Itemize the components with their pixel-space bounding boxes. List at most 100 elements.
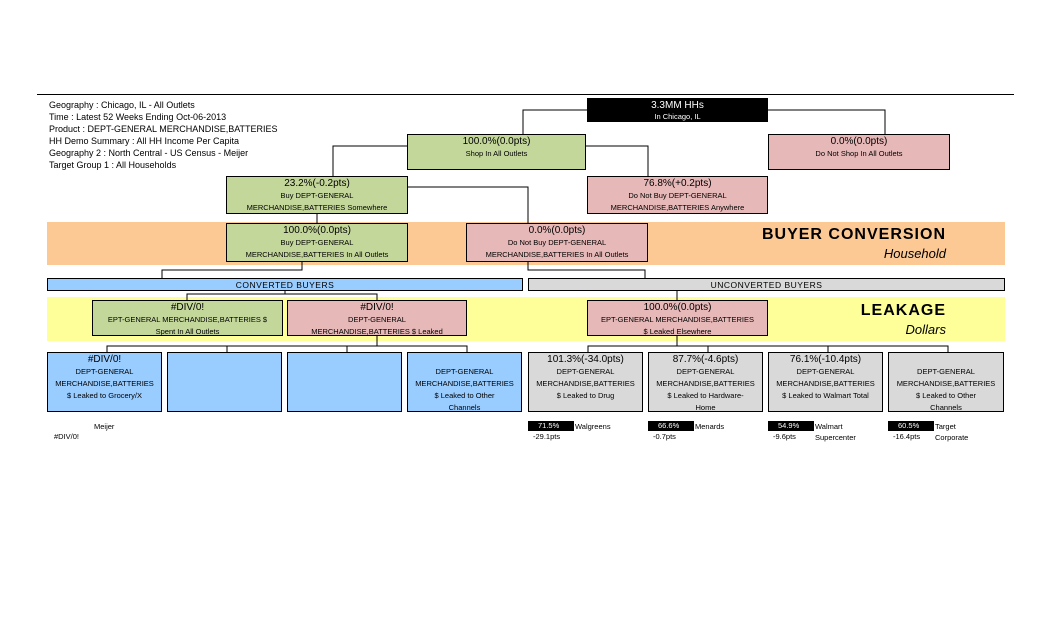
retailer-share: 66.6% <box>648 421 694 431</box>
node-label: MERCHANDISE,BATTERIES <box>415 379 514 388</box>
node-total-households[interactable]: 3.3MM HHs In Chicago, IL <box>587 98 768 122</box>
node-value: 76.1%(-10.4pts) <box>789 354 862 365</box>
retailer-name: Meijer <box>94 422 115 431</box>
node-label: MERCHANDISE,BATTERIES <box>55 379 154 388</box>
filter-summary: Geography : Chicago, IL - All Outlets Ti… <box>49 99 278 171</box>
leakage-subtitle: Dollars <box>905 322 946 337</box>
retailer-change: -9.6pts <box>773 432 796 441</box>
node-label: MERCHANDISE,BATTERIES Somewhere <box>246 203 388 212</box>
buyer-conversion-title: BUYER CONVERSION <box>761 226 946 243</box>
node-value: 3.3MM HHs <box>651 100 704 111</box>
retailer-name: Menards <box>695 422 725 431</box>
product: Product : DEPT-GENERAL MERCHANDISE,BATTE… <box>49 124 278 134</box>
retailer-share: 54.9% <box>768 421 814 431</box>
retailer-share: 60.5% <box>888 421 934 431</box>
hh-demo: HH Demo Summary : All HH Income Per Capi… <box>49 136 240 146</box>
node-label: MERCHANDISE,BATTERIES <box>536 379 635 388</box>
node-label: $ Leaked Elsewhere <box>643 327 712 336</box>
node-do-not-shop[interactable]: 0.0%(0.0pts) Do Not Shop In All Outlets <box>768 134 950 170</box>
node-label: MERCHANDISE,BATTERIES In All Outlets <box>485 250 629 259</box>
top-rule <box>37 94 1014 95</box>
unconverted-buyers-bar: UNCONVERTED BUYERS <box>528 278 1005 291</box>
node-leaked-elsewhere[interactable]: 100.0%(0.0pts) EPT-GENERAL MERCHANDISE,B… <box>587 300 768 336</box>
retailer-name: Target <box>935 422 956 431</box>
retailer-name: Supercenter <box>815 433 856 442</box>
node-shop[interactable]: 100.0%(0.0pts) Shop In All Outlets <box>407 134 586 170</box>
retailer-name: Walmart <box>815 422 843 431</box>
node-label: MERCHANDISE,BATTERIES $ Leaked <box>311 327 443 336</box>
node-value: #DIV/0! <box>170 302 205 313</box>
node-label: DEPT-GENERAL <box>435 367 494 376</box>
retailer-change: -29.1pts <box>533 432 561 441</box>
retailer-name: Walgreens <box>575 422 611 431</box>
node-label: MERCHANDISE,BATTERIES <box>896 379 996 388</box>
node-label: Buy DEPT-GENERAL <box>280 238 354 247</box>
node-value: 76.8%(+0.2pts) <box>643 178 712 189</box>
node-value: 101.3%(-34.0pts) <box>547 354 624 365</box>
geography: Geography : Chicago, IL - All Outlets <box>49 100 195 110</box>
node-do-not-buy-anywhere[interactable]: 76.8%(+0.2pts) Do Not Buy DEPT-GENERAL M… <box>587 176 768 214</box>
node-label: $ Leaked to Hardware- <box>667 391 744 400</box>
node-label: $ Leaked to Walmart Total <box>782 391 869 400</box>
leaf-leaked-hardware-home[interactable]: 87.7%(-4.6pts) DEPT-GENERAL MERCHANDISE,… <box>648 352 763 412</box>
node-spent-all-outlets[interactable]: #DIV/0! EPT-GENERAL MERCHANDISE,BATTERIE… <box>92 300 283 336</box>
buyer-conversion-subtitle: Household <box>883 246 946 261</box>
node-label: EPT-GENERAL MERCHANDISE,BATTERIES $ <box>107 315 268 324</box>
node-label: MERCHANDISE,BATTERIES In All Outlets <box>245 250 389 259</box>
node-label: Home <box>695 403 716 412</box>
node-label: In Chicago, IL <box>654 112 701 121</box>
node-buy-somewhere[interactable]: 23.2%(-0.2pts) Buy DEPT-GENERAL MERCHAND… <box>226 176 408 214</box>
node-value: 87.7%(-4.6pts) <box>672 354 739 365</box>
node-dollars-leaked[interactable]: #DIV/0! DEPT-GENERAL MERCHANDISE,BATTERI… <box>287 300 467 336</box>
node-label: Channels <box>448 403 481 412</box>
retailer-share: 71.5% <box>528 421 574 431</box>
node-label: DEPT-GENERAL <box>75 367 134 376</box>
leaf-leaked-other-channels[interactable]: DEPT-GENERAL MERCHANDISE,BATTERIES $ Lea… <box>407 352 522 412</box>
geography-2: Geography 2 : North Central - US Census … <box>49 148 249 158</box>
node-label: MERCHANDISE,BATTERIES <box>776 379 875 388</box>
retailer-change: #DIV/0! <box>54 432 80 441</box>
node-label: Buy DEPT-GENERAL <box>280 191 354 200</box>
node-label: Do Not Buy DEPT-GENERAL <box>628 191 727 200</box>
node-do-not-buy-all-outlets[interactable]: 0.0%(0.0pts) Do Not Buy DEPT-GENERAL MER… <box>466 223 648 262</box>
node-value: 0.0%(0.0pts) <box>528 225 586 236</box>
leaf-leaked-other-channels[interactable]: DEPT-GENERAL MERCHANDISE,BATTERIES $ Lea… <box>888 352 1004 412</box>
node-label: MERCHANDISE,BATTERIES <box>656 379 755 388</box>
node-value: 100.0%(0.0pts) <box>643 302 712 313</box>
time-period: Time : Latest 52 Weeks Ending Oct-06-201… <box>49 112 227 122</box>
node-label: $ Leaked to Drug <box>556 391 615 400</box>
node-buy-all-outlets[interactable]: 100.0%(0.0pts) Buy DEPT-GENERAL MERCHAND… <box>226 223 408 262</box>
leaf-empty[interactable] <box>287 352 402 412</box>
node-value: 23.2%(-0.2pts) <box>284 178 350 189</box>
node-label: Shop In All Outlets <box>465 149 528 158</box>
converted-buyers-bar: CONVERTED BUYERS <box>47 278 523 291</box>
node-label: Do Not Buy DEPT-GENERAL <box>507 238 607 247</box>
leaf-leaked-walmart[interactable]: 76.1%(-10.4pts) DEPT-GENERAL MERCHANDISE… <box>768 352 883 412</box>
target-group: Target Group 1 : All Households <box>49 160 177 170</box>
node-label: Do Not Shop In All Outlets <box>815 149 903 158</box>
node-label: MERCHANDISE,BATTERIES Anywhere <box>610 203 745 212</box>
node-label: DEPT-GENERAL <box>676 367 735 376</box>
node-label: $ Leaked to Other <box>915 391 977 400</box>
node-label: EPT-GENERAL MERCHANDISE,BATTERIES <box>601 315 754 324</box>
retailer-name: Corporate <box>935 433 969 442</box>
node-label: DEPT-GENERAL <box>917 367 975 376</box>
leaf-empty[interactable] <box>167 352 282 412</box>
node-label: DEPT-GENERAL <box>556 367 615 376</box>
node-value: 100.0%(0.0pts) <box>283 225 351 236</box>
leakage-title: LEAKAGE <box>860 302 946 319</box>
node-value: #DIV/0! <box>87 354 122 365</box>
node-value: #DIV/0! <box>360 302 394 313</box>
node-value: 100.0%(0.0pts) <box>462 136 531 147</box>
node-label: Channels <box>930 403 962 412</box>
node-label: $ Leaked to Grocery/X <box>66 391 143 400</box>
node-label: Spent In All Outlets <box>155 327 220 336</box>
leaf-leaked-drug[interactable]: 101.3%(-34.0pts) DEPT-GENERAL MERCHANDIS… <box>528 352 643 412</box>
node-value: 0.0%(0.0pts) <box>830 136 888 147</box>
leaf-leaked-grocery[interactable]: #DIV/0! DEPT-GENERAL MERCHANDISE,BATTERI… <box>47 352 162 412</box>
retailer-change: -16.4pts <box>893 432 921 441</box>
node-label: $ Leaked to Other <box>434 391 495 400</box>
node-label: DEPT-GENERAL <box>348 315 406 324</box>
